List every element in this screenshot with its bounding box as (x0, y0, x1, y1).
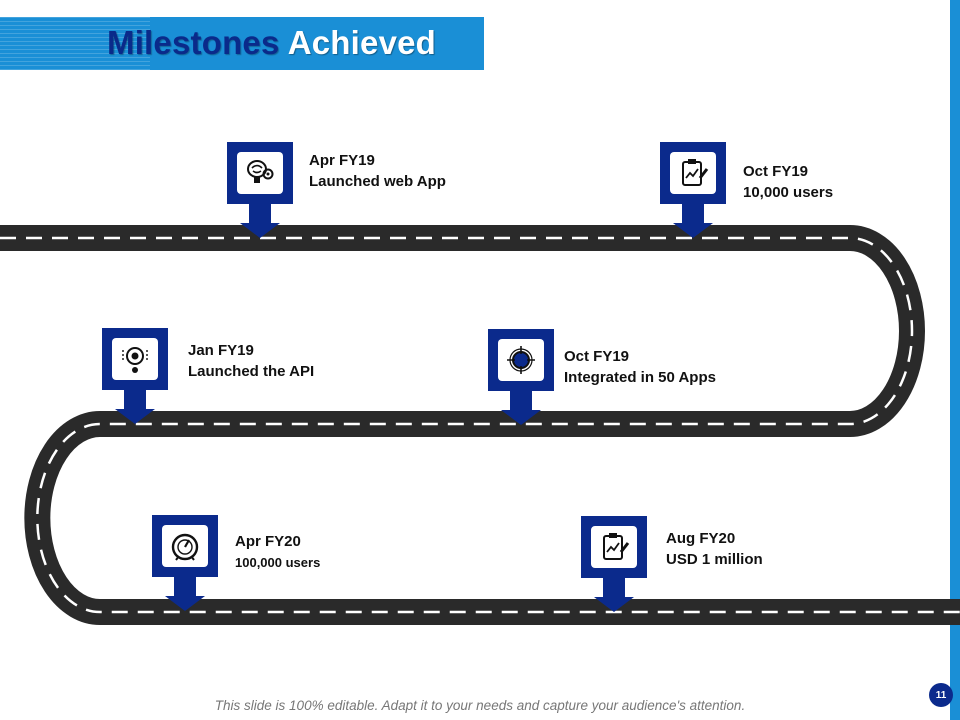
title-word-2: Achieved (287, 24, 437, 61)
brain-gear-icon (237, 152, 283, 194)
milestone-marker-oct-fy19-apps (488, 329, 554, 429)
milestone-marker-jan-fy19 (102, 328, 168, 428)
page-title: Milestones Achieved (107, 24, 436, 62)
target-person-icon (112, 338, 158, 380)
milestone-date: Oct FY19 (743, 163, 809, 180)
page-number-badge: 11 (929, 683, 953, 707)
right-accent-bar (950, 0, 960, 720)
milestone-text: Integrated in 50 Apps (564, 369, 716, 386)
milestone-label-oct-fy19-apps: Oct FY19 Integrated in 50 Apps (564, 346, 716, 388)
milestone-marker-oct-fy19-users (660, 142, 726, 242)
milestone-date: Apr FY19 (309, 152, 375, 169)
milestone-label-oct-fy19-users: Oct FY19 10,000 users (743, 161, 833, 203)
milestone-date: Apr FY20 (235, 533, 301, 550)
footer-note: This slide is 100% editable. Adapt it to… (214, 698, 746, 713)
milestone-text: USD 1 million (666, 551, 763, 568)
title-band-stripes (0, 17, 150, 70)
milestone-label-aug-fy20: Aug FY20 USD 1 million (666, 528, 763, 570)
milestone-marker-apr-fy19 (227, 142, 293, 242)
milestone-label-jan-fy19: Jan FY19 Launched the API (188, 340, 314, 382)
title-band (0, 17, 484, 70)
clipboard-chart-icon (670, 152, 716, 194)
milestone-text: Launched web App (309, 173, 446, 190)
milestone-date: Aug FY20 (666, 530, 736, 547)
title-word-1: Milestones (107, 24, 280, 61)
milestone-date: Jan FY19 (188, 342, 254, 359)
milestone-text: 10,000 users (743, 184, 834, 201)
clipboard-chart-icon (591, 526, 637, 568)
speedometer-icon (162, 525, 208, 567)
milestone-date: Oct FY19 (564, 348, 630, 365)
crosshair-icon (498, 339, 544, 381)
milestone-marker-apr-fy20 (152, 515, 218, 615)
milestone-label-apr-fy19: Apr FY19 Launched web App (309, 150, 446, 192)
road-center-dashes (0, 236, 960, 614)
milestone-marker-aug-fy20 (581, 516, 647, 616)
milestone-text: Launched the API (188, 363, 315, 380)
milestone-label-apr-fy20: Apr FY20 100,000 users (235, 531, 320, 573)
milestone-text: 100,000 users (235, 555, 321, 570)
